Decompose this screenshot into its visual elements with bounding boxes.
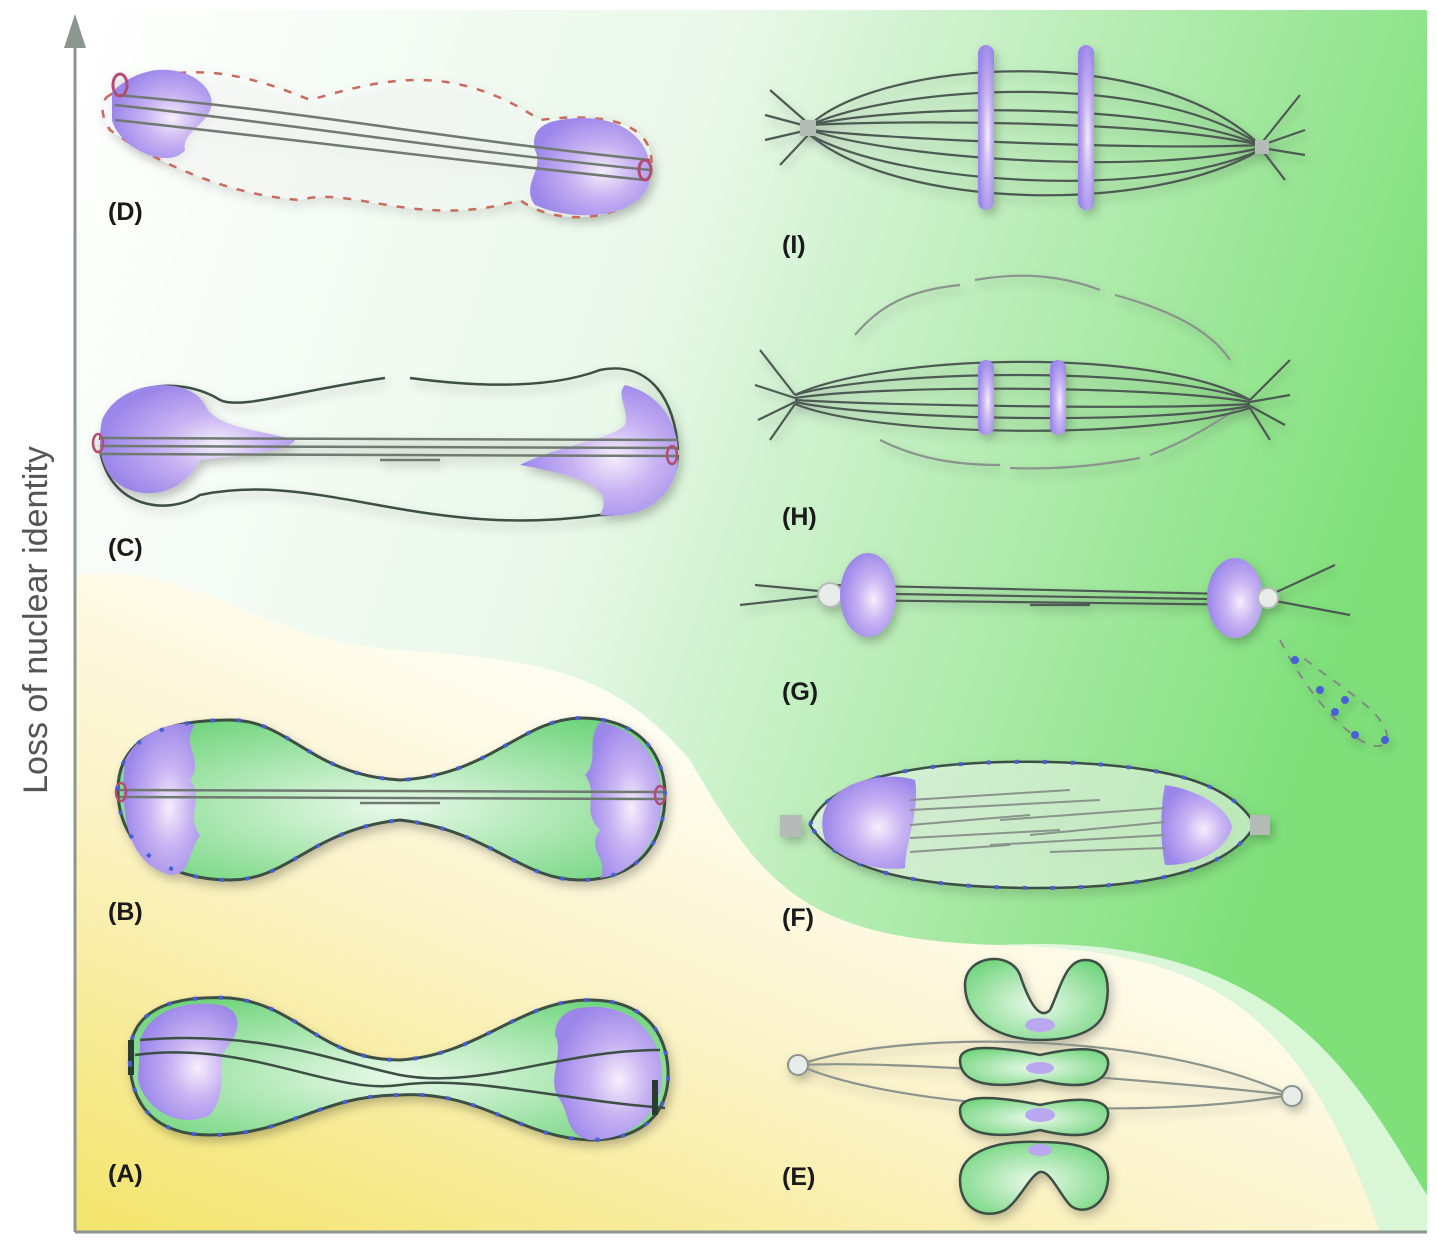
panel-e-label: (E) [782, 1163, 815, 1191]
panel-g-centrosome-left [818, 583, 842, 607]
panel-f-centrosome-right [1250, 815, 1270, 835]
panel-g-label: (G) [782, 678, 818, 706]
panel-f-label: (F) [782, 904, 814, 932]
panel-e-centrosome-right [1282, 1086, 1302, 1106]
panel-i-chromosomes-left [978, 45, 994, 210]
panel-g-chromatin-right [1207, 558, 1263, 638]
panel-g-centrosome-right [1258, 588, 1278, 608]
panel-e-centrosome-left [788, 1055, 808, 1075]
panel-f-centrosome-left [780, 815, 802, 837]
panel-h-label: (H) [782, 503, 817, 531]
panel-h-chromosomes-left [978, 360, 994, 435]
panel-i-centrosome-left [800, 120, 816, 136]
panel-a-centrosome-left [128, 1040, 134, 1075]
panel-g-chromatin-left [840, 553, 896, 637]
panel-a-label: (A) [108, 1160, 143, 1188]
panel-i-chromosomes-right [1078, 45, 1094, 210]
panel-c-label: (C) [108, 534, 143, 562]
y-axis-title: Loss of nuclear identity [17, 446, 55, 794]
panel-i-label: (I) [782, 231, 806, 259]
panel-d-label: (D) [108, 198, 143, 226]
panel-h-chromosomes-right [1050, 360, 1066, 435]
panel-a-centrosome-right [652, 1080, 658, 1115]
panel-i-centrosome-right [1255, 140, 1269, 154]
panel-b-label: (B) [108, 898, 143, 926]
